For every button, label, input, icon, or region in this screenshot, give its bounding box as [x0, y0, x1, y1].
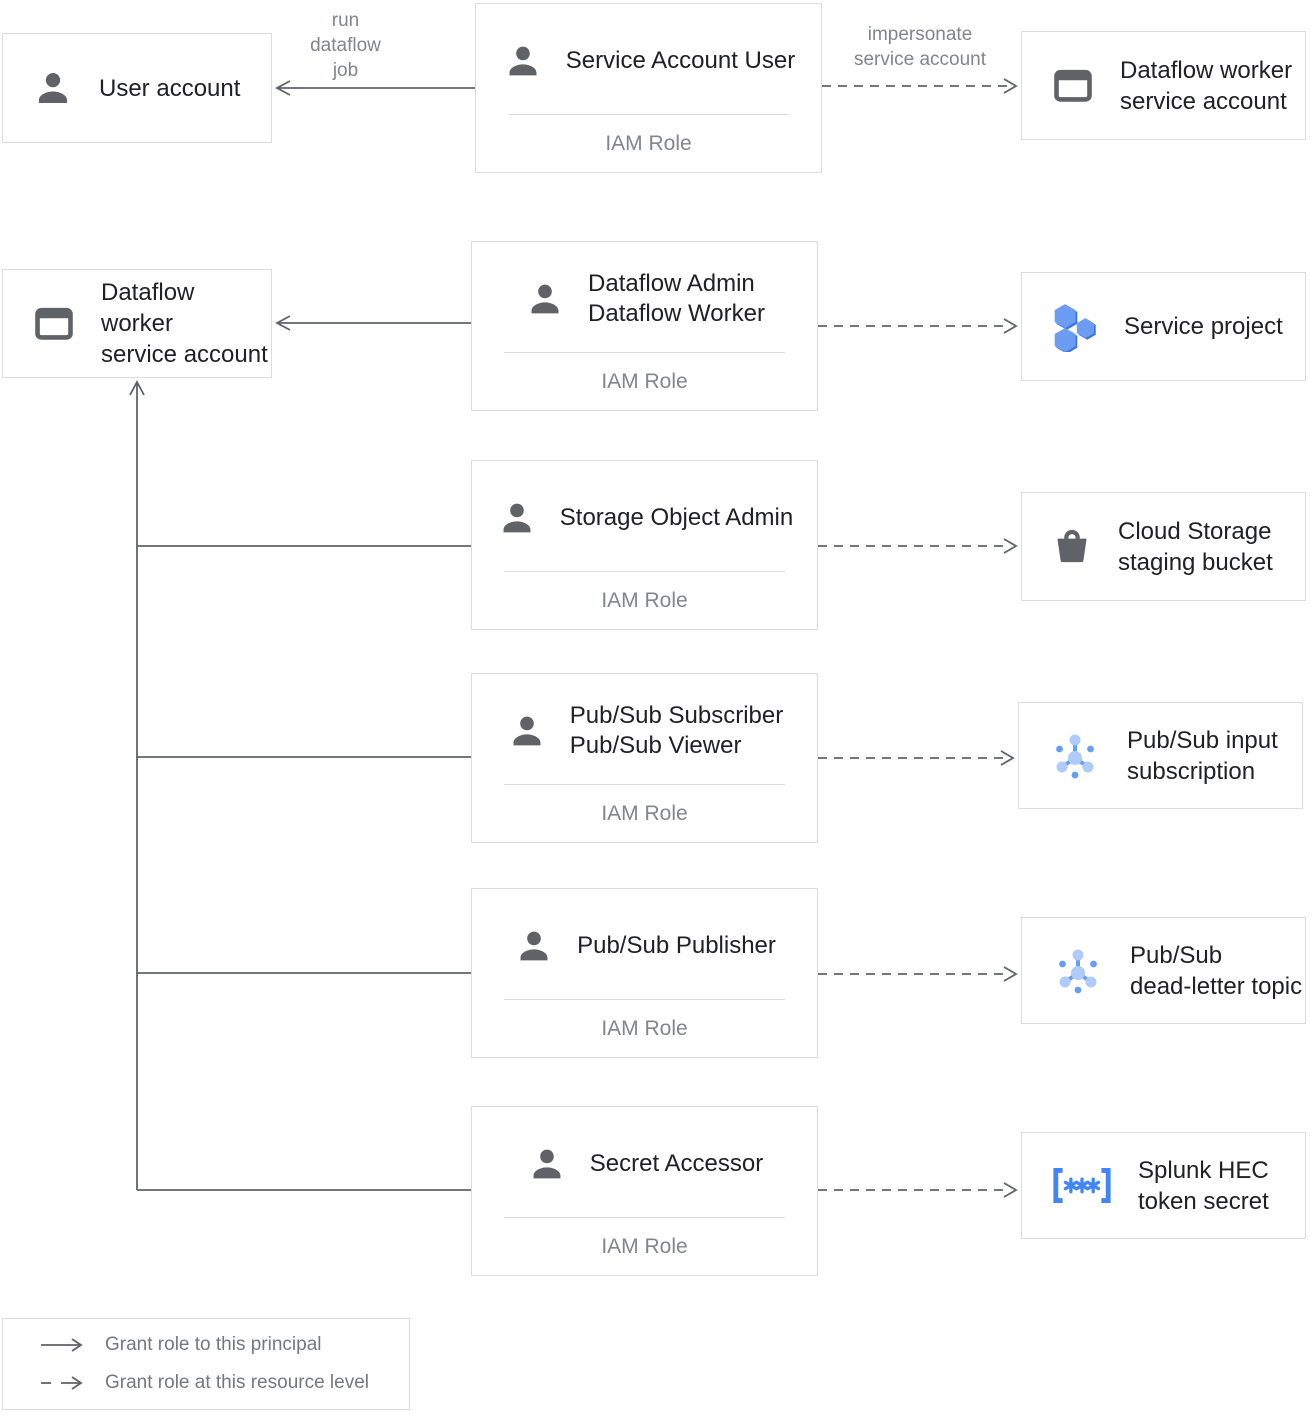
edge-label-line: job: [332, 60, 359, 81]
solid-arrow-icon: [41, 1338, 83, 1353]
arrow-resource-staging-bucket: [818, 538, 1018, 554]
divider: [504, 571, 785, 572]
node-service-project: Service project: [1021, 272, 1306, 381]
iam-role-title: Secret Accessor: [589, 1150, 764, 1177]
node-label-line: subscription: [1127, 757, 1256, 785]
legend-label-solid: Grant role to this principal: [105, 1334, 322, 1356]
iam-role-title: Service Account User: [565, 47, 796, 74]
node-service-account-user: Service Account User IAM Role: [475, 3, 822, 173]
iam-role-tag: IAM Role: [601, 1016, 688, 1040]
node-storage-object-admin: Storage Object Admin IAM Role: [471, 460, 818, 630]
person-icon: [520, 931, 548, 961]
divider: [504, 784, 785, 785]
person-icon: [533, 1149, 561, 1179]
legend-row-dashed: Grant role at this resource level: [3, 1372, 409, 1394]
node-dataflow-worker-service-account-top: Dataflow worker service account: [1021, 31, 1306, 140]
legend-row-solid: Grant role to this principal: [3, 1334, 409, 1356]
node-pubsub-subscriber-viewer: Pub/Sub Subscriber Pub/Sub Viewer IAM Ro…: [471, 673, 818, 843]
iam-role-title-line: Pub/Sub Subscriber: [569, 702, 784, 729]
edge-label-line: service account: [853, 49, 986, 70]
node-pubsub-dead-letter-topic: Pub/Sub dead-letter topic: [1021, 917, 1306, 1024]
node-user-account: User account: [2, 33, 272, 143]
node-label: Pub/Sub input subscription: [1127, 725, 1278, 787]
node-label: Cloud Storage staging bucket: [1118, 516, 1273, 578]
pubsub-icon: [1059, 949, 1097, 993]
node-label: Dataflow worker service account: [101, 277, 271, 370]
node-label-line: token secret: [1138, 1187, 1269, 1215]
person-icon: [513, 716, 541, 746]
iam-role-title: Pub/Sub Subscriber Pub/Sub Viewer: [570, 701, 783, 761]
divider: [504, 999, 785, 1000]
arrow-resource-dead-letter-topic: [818, 966, 1018, 982]
legend: Grant role to this principal Grant role …: [2, 1318, 410, 1410]
person-icon: [509, 46, 537, 76]
node-label: Service project: [1124, 313, 1283, 340]
secret-icon: [1053, 1168, 1111, 1203]
node-splunk-hec-token-secret: Splunk HEC token secret: [1021, 1132, 1306, 1239]
node-cloud-storage-staging-bucket: Cloud Storage staging bucket: [1021, 492, 1306, 601]
edge-label-impersonate: impersonate service account: [825, 22, 1015, 72]
trunk-grant-to-worker-sa: [129, 380, 471, 1191]
node-label-line: Pub/Sub: [1130, 941, 1223, 969]
iam-role-title: Storage Object Admin: [559, 504, 794, 531]
node-label: User account: [99, 74, 241, 102]
service-account-card-icon: [35, 307, 73, 340]
iam-role-title-line: Dataflow Worker: [588, 300, 765, 327]
node-label-line: service account: [101, 341, 268, 368]
arrow-resource-input-subscription: [818, 750, 1015, 766]
person-icon: [531, 284, 559, 314]
arrow-impersonate-service-account: [822, 78, 1018, 94]
iam-role-tag: IAM Role: [605, 131, 692, 155]
node-dataflow-admin-worker: Dataflow Admin Dataflow Worker IAM Role: [471, 241, 818, 411]
arrow-resource-service-project: [818, 318, 1018, 334]
person-icon: [503, 503, 531, 533]
iam-role-title-line: Pub/Sub Viewer: [569, 732, 742, 759]
node-label-line: service account: [1120, 87, 1287, 115]
node-secret-accessor: Secret Accessor IAM Role: [471, 1106, 818, 1276]
divider: [504, 352, 785, 353]
node-label-line: Dataflow worker: [101, 279, 195, 337]
edge-label-run-dataflow-job: run dataflow job: [283, 8, 408, 83]
node-label: Pub/Sub dead-letter topic: [1130, 940, 1302, 1002]
divider: [504, 1217, 785, 1218]
node-dataflow-worker-service-account-left: Dataflow worker service account: [2, 269, 272, 378]
edge-label-line: run: [331, 10, 360, 31]
iam-role-tag: IAM Role: [601, 588, 688, 612]
iam-role-tag: IAM Role: [601, 1234, 688, 1258]
pubsub-icon: [1056, 734, 1094, 778]
arrow-resource-token-secret: [818, 1182, 1018, 1198]
node-label-line: Dataflow worker: [1120, 56, 1293, 84]
node-label-line: Cloud Storage: [1118, 517, 1272, 545]
person-icon: [38, 72, 68, 104]
storage-bucket-icon: [1057, 529, 1087, 562]
service-account-card-icon: [1054, 69, 1092, 102]
node-pubsub-publisher: Pub/Sub Publisher IAM Role: [471, 888, 818, 1058]
iam-role-title: Dataflow Admin Dataflow Worker: [588, 269, 765, 329]
iam-role-title: Pub/Sub Publisher: [577, 932, 776, 959]
arrow-grant-dataflow-admin: [275, 315, 471, 331]
node-label-line: Pub/Sub input: [1127, 726, 1278, 754]
node-pubsub-input-subscription: Pub/Sub input subscription: [1018, 702, 1303, 809]
iam-role-tag: IAM Role: [601, 801, 688, 825]
iam-role-title-line: Dataflow Admin: [588, 270, 755, 297]
iam-role-tag: IAM Role: [601, 369, 688, 393]
node-label-line: dead-letter topic: [1130, 972, 1303, 1000]
legend-label-dashed: Grant role at this resource level: [105, 1371, 370, 1393]
edge-label-line: dataflow: [310, 35, 381, 56]
divider: [508, 114, 789, 115]
node-label: Splunk HEC token secret: [1138, 1155, 1269, 1217]
edge-label-line: impersonate: [867, 24, 973, 45]
project-hexagons-icon: [1054, 303, 1096, 352]
node-label-line: staging bucket: [1118, 548, 1273, 576]
node-label-line: Splunk HEC: [1138, 1156, 1269, 1184]
node-label: Dataflow worker service account: [1120, 55, 1292, 117]
dashed-arrow-icon: [41, 1375, 83, 1390]
arrow-run-dataflow-job: [275, 80, 475, 96]
